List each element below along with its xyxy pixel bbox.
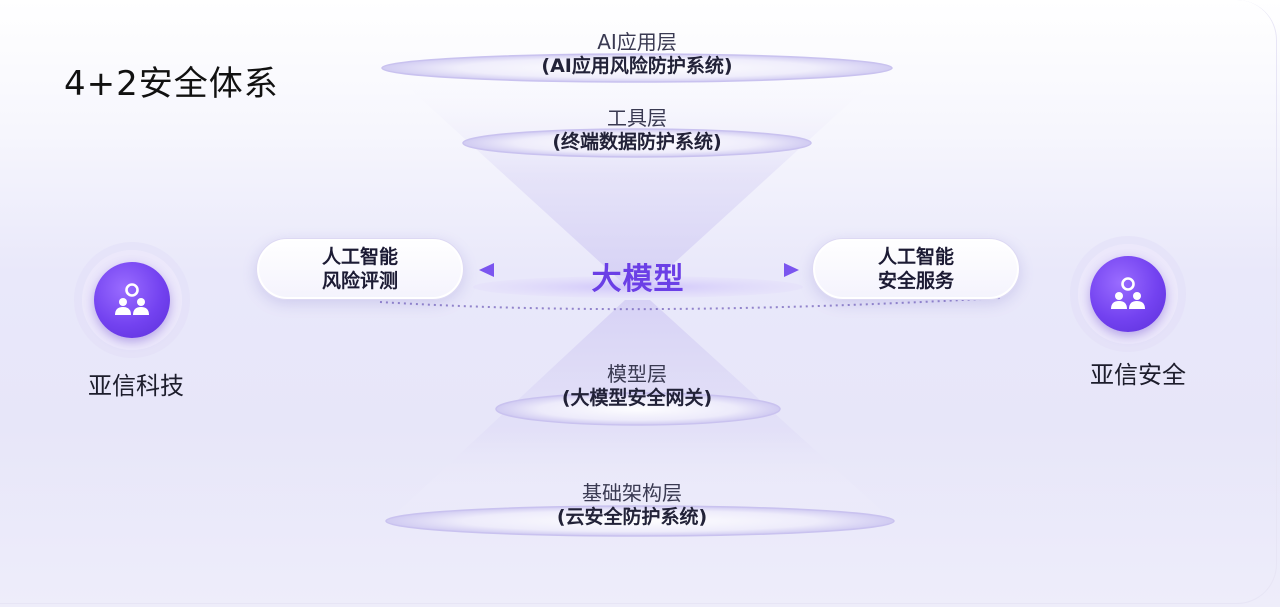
center-model-label: 大模型 (591, 262, 685, 297)
disc-tool-layer (462, 128, 812, 158)
top-cone (385, 66, 890, 285)
team-icon (1090, 256, 1166, 332)
left-entity-avatar (82, 250, 182, 350)
layer-infra-name: 基础架构层 (582, 481, 682, 505)
risk-assessment-line2: 风险评测 (321, 270, 398, 292)
left-arrow-head (479, 263, 494, 277)
layer-model-system: (大模型安全网关) (561, 387, 713, 409)
right-entity-label: 亚信安全 (1090, 361, 1186, 389)
layer-ai-app: AI应用层 (AI应用风险防护系统) (487, 30, 787, 78)
layer-tool-system: (终端数据防护系统) (552, 131, 722, 153)
layer-ai-app-name: AI应用层 (597, 30, 677, 54)
disc-infra-layer (385, 505, 895, 537)
layer-ai-app-system: (AI应用风险防护系统) (541, 55, 733, 77)
center-disc (473, 276, 803, 298)
right-arrow-head (784, 263, 799, 277)
risk-assessment-line1: 人工智能 (321, 246, 398, 268)
disc-ai-app-layer (381, 53, 893, 83)
layer-tool: 工具层 (终端数据防护系统) (487, 106, 787, 154)
layer-tool-name: 工具层 (607, 106, 667, 130)
layer-model: 模型层 (大模型安全网关) (487, 362, 787, 410)
disc-model-layer (495, 392, 781, 426)
risk-assessment-pill: 人工智能 风险评测 (256, 238, 464, 300)
security-service-pill: 人工智能 安全服务 (812, 238, 1020, 300)
layer-infra: 基础架构层 (云安全防护系统) (482, 481, 782, 529)
layer-model-name: 模型层 (607, 362, 667, 386)
right-entity-avatar (1078, 244, 1178, 344)
team-icon (94, 262, 170, 338)
security-service-line2: 安全服务 (877, 270, 954, 292)
layer-infra-system: (云安全防护系统) (556, 506, 708, 528)
left-entity-label: 亚信科技 (88, 372, 184, 400)
security-service-line1: 人工智能 (877, 246, 954, 268)
page-title: 4+2安全体系 (64, 64, 279, 104)
